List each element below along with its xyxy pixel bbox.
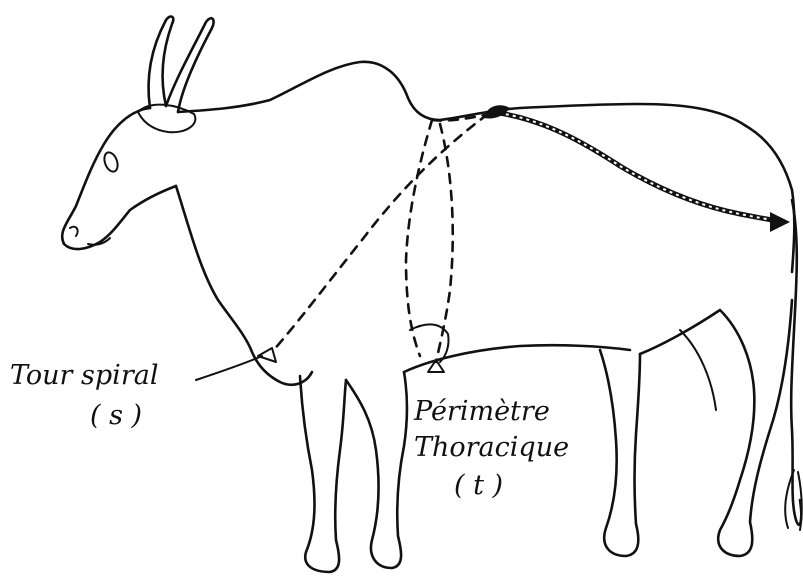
cow-neck-underside bbox=[176, 186, 312, 385]
hind-leg-front bbox=[600, 350, 640, 556]
horn-right bbox=[166, 18, 214, 112]
front-leg-right bbox=[346, 372, 407, 568]
spiral-measure-line bbox=[272, 114, 488, 352]
cow-back-outline bbox=[178, 62, 794, 272]
spiral-symbol: ( s ) bbox=[90, 402, 142, 429]
spiral-arrowhead bbox=[258, 348, 276, 362]
front-leg-left bbox=[300, 376, 346, 572]
rope-arrowhead bbox=[770, 212, 790, 232]
cow-eye bbox=[102, 151, 120, 174]
hind-hock bbox=[680, 330, 716, 410]
thoracic-label-line1: Périmètre bbox=[414, 398, 550, 425]
spiral-label: Tour spiral bbox=[10, 362, 158, 389]
thoracic-perimeter-line bbox=[406, 120, 432, 356]
thoracic-label-line2: Thoracique bbox=[414, 434, 569, 461]
back-rope-twist bbox=[492, 112, 784, 222]
hind-leg-back bbox=[640, 300, 792, 556]
spiral-label-pointer bbox=[196, 356, 262, 380]
thoracic-symbol: ( t ) bbox=[454, 472, 503, 499]
back-rope bbox=[492, 112, 784, 222]
cow-nostril bbox=[70, 227, 78, 236]
